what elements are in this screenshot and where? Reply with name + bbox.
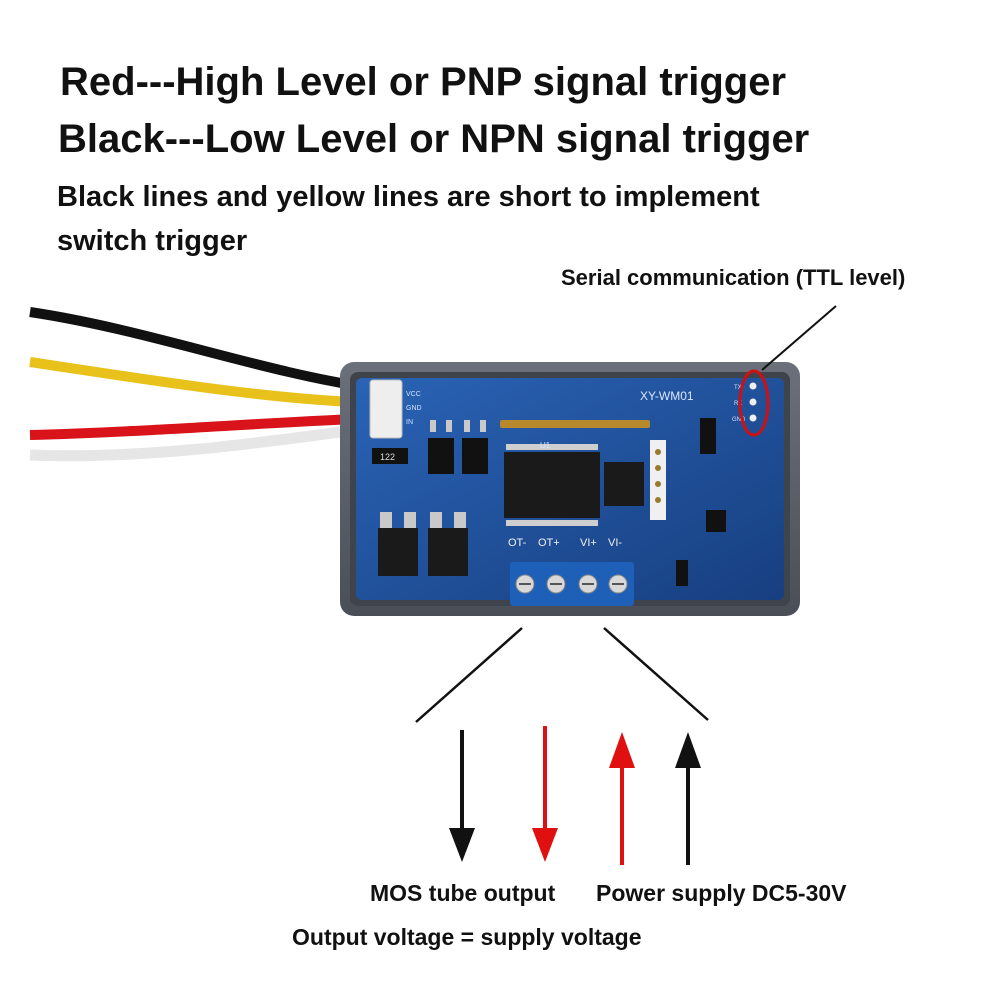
red-wire [29, 413, 379, 440]
optocoupler-1 [428, 438, 454, 474]
connector-pin-in: IN [406, 419, 413, 426]
screw-terminal-block [510, 562, 634, 606]
serial-header [749, 382, 757, 422]
connector-pin-gnd: GND [406, 405, 422, 412]
arrow-ot-minus-down-black [449, 730, 475, 862]
arrow-vi-minus-up-black [675, 732, 701, 865]
serial-highlight-circle [738, 369, 770, 437]
power-supply-label: Power supply DC5-30V [596, 880, 847, 906]
serial-pin-tx: TX [734, 385, 742, 391]
main-chip-label: U1 [540, 441, 551, 450]
mos-output-label: MOS tube output [370, 880, 556, 906]
terminal-label-vi-plus: VI+ [580, 537, 597, 549]
mosfet-1 [378, 528, 418, 576]
pointer-line-power [603, 627, 709, 721]
terminal-label-ot-minus: OT- [508, 537, 527, 549]
output-voltage-label: Output voltage = supply voltage [292, 924, 642, 950]
serial-pin-gnd: GND [732, 417, 746, 423]
pin-header-row [500, 420, 650, 428]
diode-2 [676, 560, 688, 586]
serial-communication-label: Serial communication (TTL level) [561, 265, 906, 290]
serial-pointer-line [761, 305, 837, 371]
pointer-line-output [415, 627, 523, 723]
vertical-header [650, 440, 666, 520]
yellow-wire [29, 357, 379, 408]
black-wire [29, 307, 373, 393]
terminal-label-ot-plus: OT+ [538, 537, 560, 549]
secondary-chip [604, 462, 644, 506]
white-wire [29, 422, 371, 462]
wire-connector [369, 379, 403, 439]
board-model-label: XY-WM01 [640, 389, 694, 403]
arrow-ot-plus-down-red [532, 726, 558, 862]
wire-bundle [29, 307, 379, 462]
serial-pin-rx: RX [734, 401, 742, 407]
small-component-label: 122 [380, 452, 395, 462]
arrow-vi-plus-up-red [609, 732, 635, 865]
optocoupler-2 [462, 438, 488, 474]
diode-1 [700, 418, 716, 454]
terminal-label-vi-minus: VI- [608, 537, 622, 549]
mosfet-2 [428, 528, 468, 576]
note-line-1: Black lines and yellow lines are short t… [57, 181, 760, 213]
transistor-1 [706, 510, 726, 532]
main-microcontroller [504, 452, 600, 518]
heading-black-wire: Black---Low Level or NPN signal trigger [58, 117, 810, 161]
heading-red-wire: Red---High Level or PNP signal trigger [60, 60, 787, 104]
note-line-2: switch trigger [57, 225, 248, 257]
small-component [372, 448, 408, 464]
terminal-screws [515, 574, 628, 594]
connector-pin-vcc: VCC [406, 391, 421, 398]
